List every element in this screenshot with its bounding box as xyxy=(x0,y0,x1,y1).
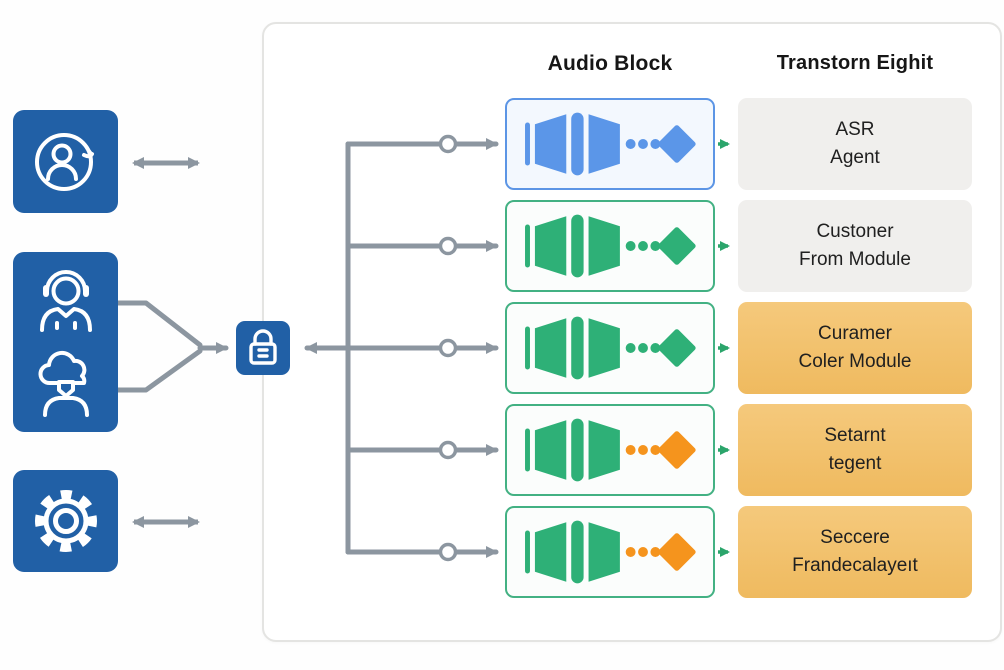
headset-agent-icon xyxy=(39,269,92,332)
codec-block-row5 xyxy=(505,506,715,598)
user-node xyxy=(13,110,118,213)
audio-codec-icon xyxy=(520,111,700,177)
audio-codec-icon xyxy=(520,315,700,381)
codec-block-row4 xyxy=(505,404,715,496)
label-line2: Coler Module xyxy=(798,351,912,372)
gear-icon xyxy=(34,490,97,552)
user-circle-icon xyxy=(34,132,94,191)
security-lock-node xyxy=(236,321,290,375)
module-label-asr-agent: ASR Agent xyxy=(738,98,972,190)
label-line1: Seccere xyxy=(820,527,890,548)
audio-codec-icon xyxy=(520,417,700,483)
module-label-setarnt: Setarnt tegent xyxy=(738,404,972,496)
label-line2: tegent xyxy=(828,453,882,474)
module-label-seccere: Seccere Frandecalayeıt xyxy=(738,506,972,598)
module-label-customer-from: Custoner From Module xyxy=(738,200,972,292)
module-label-curamer-coler: Curamer Coler Module xyxy=(738,302,972,394)
label-line2: Agent xyxy=(830,147,880,168)
settings-node xyxy=(13,470,118,572)
lock-icon xyxy=(249,329,277,365)
audio-codec-icon xyxy=(520,213,700,279)
label-line1: ASR xyxy=(835,119,875,140)
label-line1: Custoner xyxy=(816,221,894,242)
audio-block-header: Audio Block xyxy=(547,52,673,75)
label-line1: Setarnt xyxy=(824,425,886,446)
cloud-shield-icon xyxy=(38,351,89,418)
transform-column-header: Transtorn Eighit xyxy=(776,52,934,74)
label-line2: From Module xyxy=(799,249,911,270)
converging-connector xyxy=(115,300,229,393)
codec-block-row2 xyxy=(505,200,715,292)
codec-block-row3 xyxy=(505,302,715,394)
label-line2: Frandecalayeıt xyxy=(792,555,918,576)
agents-node xyxy=(13,252,118,432)
audio-codec-icon xyxy=(520,519,700,585)
codec-block-row1 xyxy=(505,98,715,190)
label-line1: Curamer xyxy=(818,323,892,344)
